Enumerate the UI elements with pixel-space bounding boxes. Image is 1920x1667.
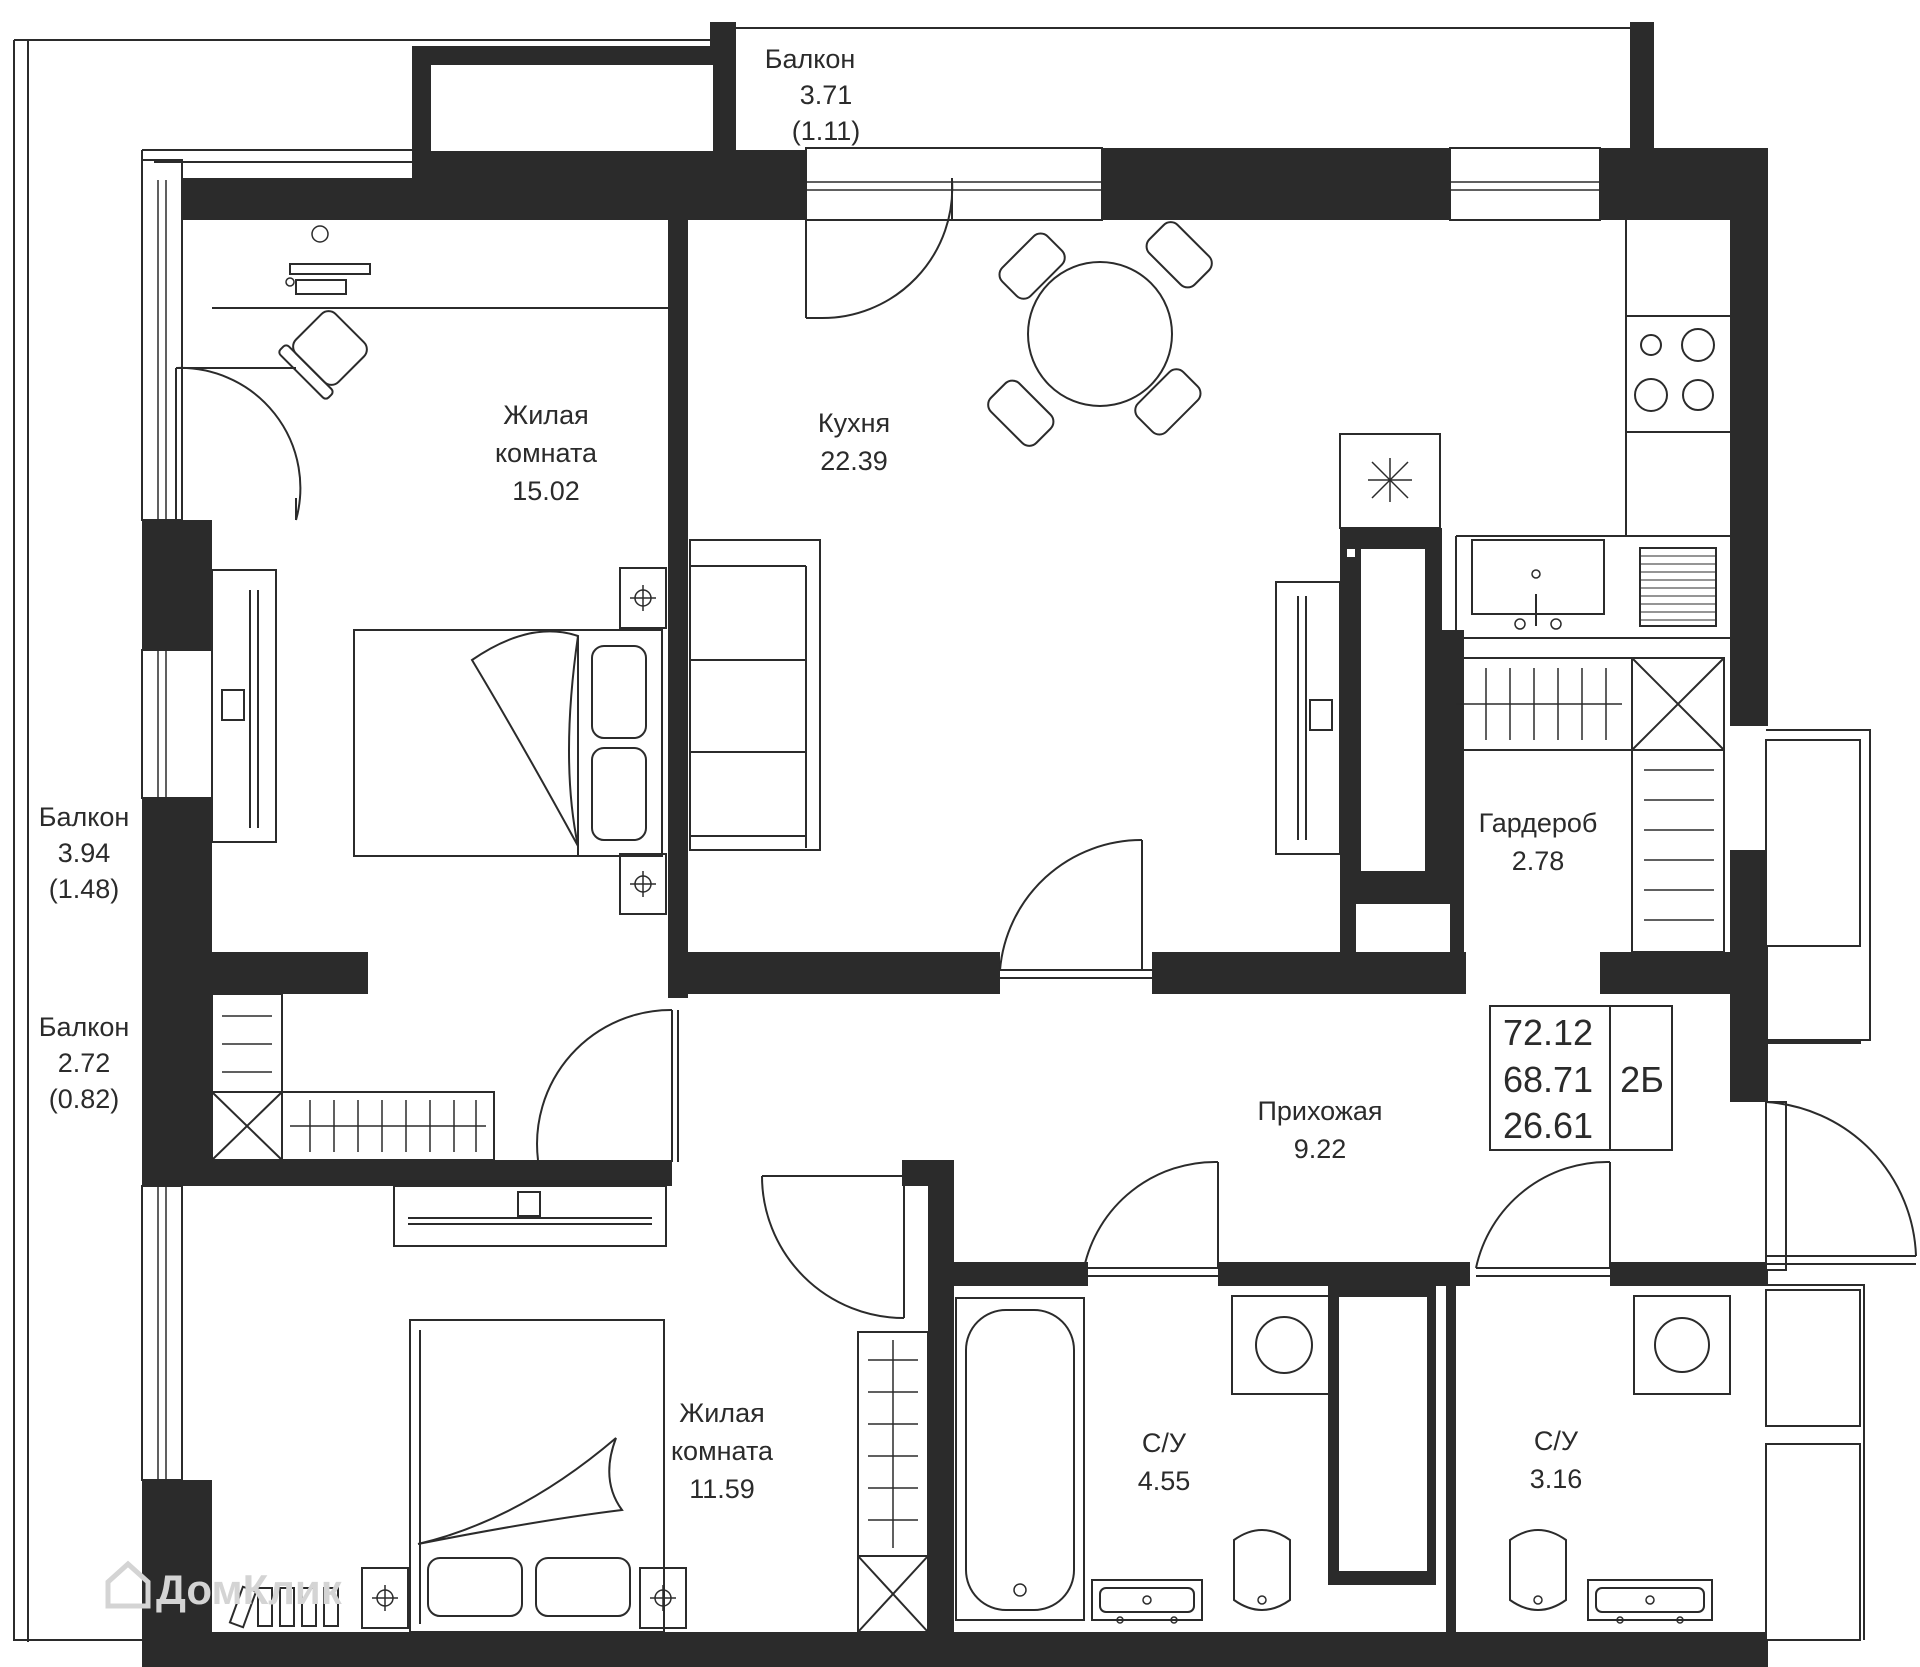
svg-text:комната: комната [671,1436,774,1466]
svg-text:22.39: 22.39 [820,446,888,476]
living-room-1-label: Жилая комната 15.02 [495,400,598,506]
living-area: 26.61 [1503,1105,1593,1146]
watermark: ДомКлик [105,1560,343,1613]
svg-text:(1.11): (1.11) [792,116,861,146]
svg-text:15.02: 15.02 [512,476,580,506]
svg-text:3.94: 3.94 [58,838,111,868]
svg-text:11.59: 11.59 [689,1474,755,1504]
living-room-2-label: Жилая комната 11.59 [671,1398,774,1504]
svg-text:ДомКлик: ДомКлик [156,1566,343,1613]
kitchen-label: Кухня 22.39 [818,408,890,476]
balcony-outlines [13,27,1640,1642]
svg-text:Балкон: Балкон [39,802,130,832]
balcony-left-lower-label: Балкон 2.72 (0.82) [39,1012,130,1114]
svg-text:Жилая: Жилая [679,1398,764,1428]
walls [142,22,1871,1667]
svg-text:4.55: 4.55 [1138,1466,1191,1496]
svg-text:Жилая: Жилая [503,400,588,430]
bathroom-2-label: С/У 3.16 [1530,1426,1583,1494]
svg-text:С/У: С/У [1142,1428,1187,1458]
wall-insets [429,63,1861,1641]
reduced-area: 68.71 [1503,1059,1593,1100]
flat-type: 2Б [1620,1059,1664,1100]
svg-text:Балкон: Балкон [39,1012,130,1042]
total-area: 72.12 [1503,1012,1593,1053]
svg-text:3.71: 3.71 [800,80,853,110]
furniture [211,220,1731,1633]
svg-text:комната: комната [495,438,598,468]
svg-text:Кухня: Кухня [818,408,890,438]
balcony-top-label: Балкон 3.71 (1.11) [765,44,861,146]
room-labels: Балкон 3.71 (1.11) Балкон 3.94 (1.48) Ба… [39,44,1598,1504]
svg-text:2.72: 2.72 [58,1048,111,1078]
house-icon [105,1560,151,1609]
summary-box: 72.12 68.71 26.61 2Б [1489,1005,1673,1151]
doors [175,178,1917,1319]
svg-text:Балкон: Балкон [765,44,856,74]
svg-text:С/У: С/У [1534,1426,1579,1456]
svg-text:2.78: 2.78 [1512,846,1565,876]
svg-text:Гардероб: Гардероб [1479,808,1598,838]
wardrobe-label: Гардероб 2.78 [1479,808,1598,876]
svg-text:Прихожая: Прихожая [1257,1096,1382,1126]
svg-text:(1.48): (1.48) [49,874,120,904]
balcony-left-upper-label: Балкон 3.94 (1.48) [39,802,130,904]
svg-text:3.16: 3.16 [1530,1464,1583,1494]
hallway-label: Прихожая 9.22 [1257,1096,1382,1164]
windows [141,147,1787,1481]
svg-text:(0.82): (0.82) [49,1084,120,1114]
svg-text:9.22: 9.22 [1294,1134,1347,1164]
bathroom-1-label: С/У 4.55 [1138,1428,1191,1496]
